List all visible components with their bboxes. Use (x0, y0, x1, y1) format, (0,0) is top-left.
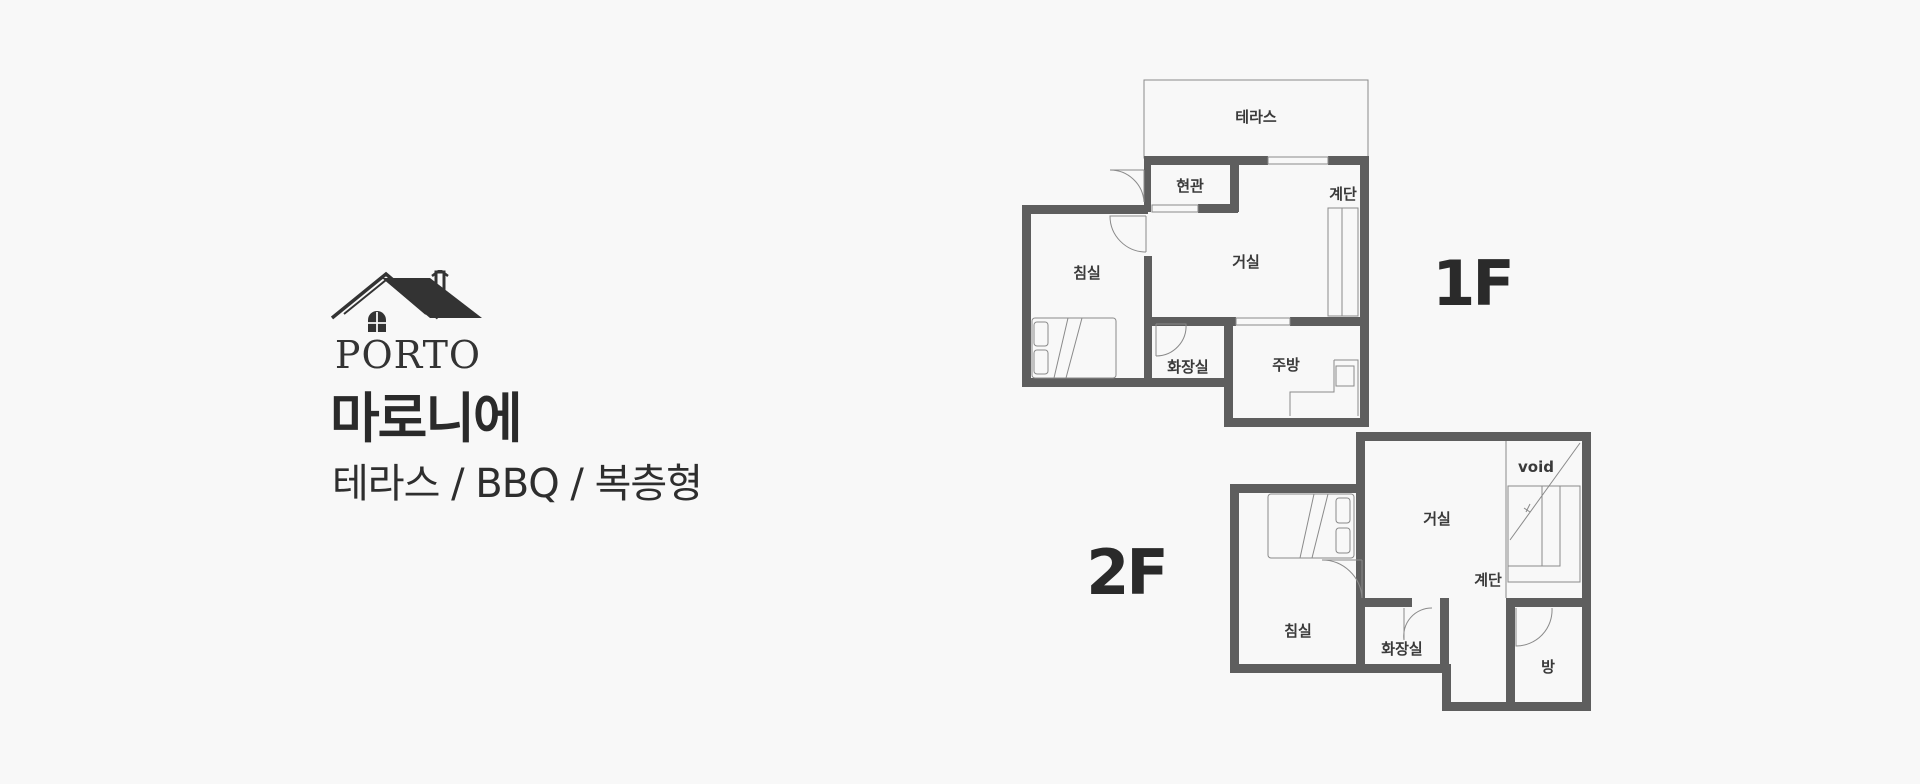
floor-2-walls (1230, 432, 1591, 711)
floor-1-kitchen-counter (1289, 359, 1359, 416)
room-bathroom-1f: 화장실 (1167, 358, 1208, 376)
logo-wordmark: PORTO (335, 333, 481, 374)
floor-1-doors (1109, 169, 1187, 357)
room-kitchen-1f: 주방 (1272, 356, 1300, 374)
room-extra-2f: 방 (1541, 658, 1555, 676)
floor-2-bed (1267, 493, 1355, 559)
room-living-2f: 거실 (1423, 510, 1451, 528)
room-bathroom-2f: 화장실 (1381, 640, 1422, 658)
floor-1-plan: 테라스 현관 계단 침실 거실 화장실 주방 1F (1022, 79, 1515, 427)
floor-2-doors (1321, 559, 1553, 647)
floor-1-walls (1022, 156, 1369, 427)
floor-1-stairs (1327, 207, 1359, 317)
room-living-1f: 거실 (1232, 253, 1260, 271)
floor-1-label: 1F (1432, 247, 1512, 320)
product-title: 마로니에 (330, 387, 523, 450)
brand-block: PORTO 마로니에 테라스 / BBQ / 복층형 (330, 270, 770, 508)
floor-2-void-stairs (1505, 441, 1581, 598)
floor-1-windows (1151, 156, 1329, 326)
floor-1-bed (1031, 317, 1117, 379)
room-stairs-1f: 계단 (1329, 185, 1357, 203)
floor-2-label: 2F (1086, 536, 1166, 609)
porto-logo: PORTO (330, 270, 482, 374)
product-features: 테라스 / BBQ / 복층형 (332, 461, 703, 507)
room-entrance-1f: 현관 (1176, 177, 1204, 195)
floor-2-plan: void 거실 계단 침실 화장실 방 2F (1086, 432, 1591, 711)
room-terrace: 테라스 (1235, 108, 1277, 126)
room-void-2f: void (1518, 458, 1554, 476)
room-bedroom-1f: 침실 (1073, 264, 1101, 282)
room-bedroom-2f: 침실 (1284, 622, 1312, 640)
room-stairs-2f: 계단 (1474, 571, 1502, 589)
